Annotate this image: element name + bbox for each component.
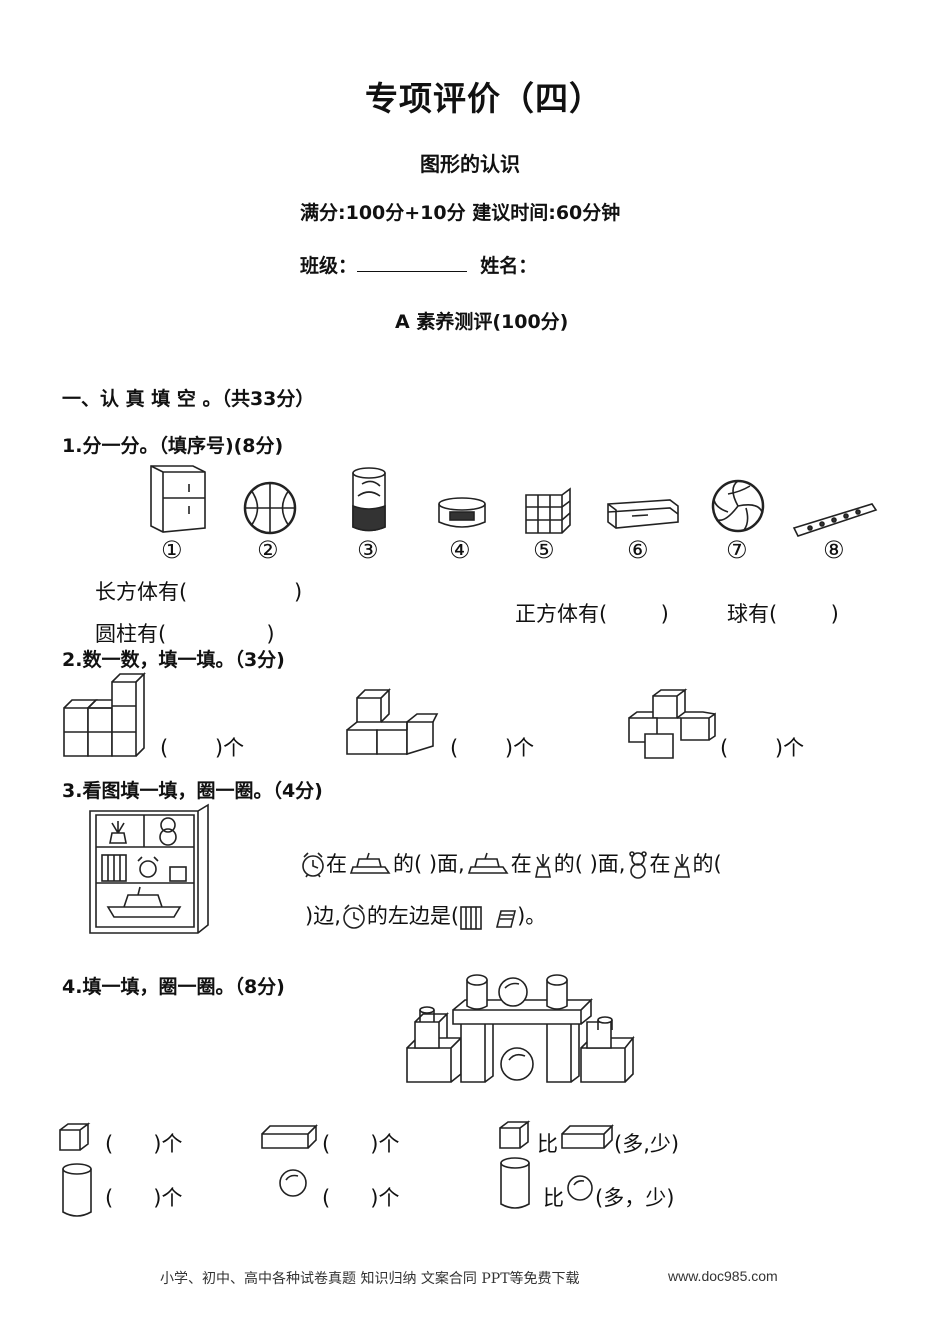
ship-icon — [467, 852, 509, 874]
q3-bian[interactable]: )边, — [305, 904, 341, 928]
cube-stack-1-icon — [63, 672, 146, 757]
cube-stack-3-icon — [628, 688, 716, 759]
book-icon — [496, 910, 517, 928]
cylinder-icon — [62, 1163, 92, 1217]
class-blank[interactable] — [357, 251, 468, 272]
alarm-clock-icon — [343, 904, 365, 929]
q2-label: 2.数一数，填一填。（3分) — [62, 649, 285, 671]
q4-cmp1-bi: 比 — [537, 1132, 558, 1156]
q3-label: 3.看图填一填，圈一圈。（4分) — [62, 780, 323, 802]
q4-cmp2-bi: 比 — [543, 1186, 564, 1210]
q4-cmp2-options[interactable]: (多，少) — [595, 1186, 675, 1210]
potted-plant-icon — [534, 854, 551, 878]
sphere-answer[interactable]: 球有( ) — [727, 602, 839, 626]
q3-zai-2: 在 — [510, 852, 532, 876]
q4-cmp1-options[interactable]: (多,少) — [614, 1132, 680, 1156]
object-number-1: ① — [161, 536, 183, 564]
q3-de-3[interactable]: 的( — [692, 852, 722, 876]
potted-plant-icon — [673, 854, 690, 878]
cuboid-icon — [561, 1124, 614, 1149]
bookshelf-icon — [89, 803, 209, 934]
q4-label: 4.填一填，圈一圈。（8分) — [62, 976, 285, 998]
object-number-7: ⑦ — [726, 536, 748, 564]
subtitle: 图形的认识 — [420, 152, 520, 176]
suitcase-icon — [607, 499, 679, 529]
rubiks-cube-icon — [525, 487, 571, 534]
cuboid-icon — [261, 1124, 318, 1149]
page-title: 专项评价（四） — [365, 79, 603, 118]
class-name-line: 班级： 姓名： — [300, 251, 537, 278]
q3-zai-3: 在 — [649, 852, 671, 876]
q3-de-1[interactable]: 的( )面, — [393, 852, 465, 876]
block-building-icon — [406, 974, 635, 1083]
object-number-4: ④ — [449, 536, 471, 564]
object-number-5: ⑤ — [533, 536, 555, 564]
books-icon — [460, 906, 482, 930]
teddy-bear-icon — [628, 851, 647, 879]
object-number-8: ⑧ — [823, 536, 845, 564]
volleyball-icon — [711, 479, 765, 533]
q4-blank-cube[interactable]: ( )个 — [105, 1132, 183, 1156]
alarm-clock-icon — [302, 852, 324, 878]
q3-line-1: 在的( )面,在的( )面,在的( — [300, 848, 722, 879]
q3-de-2[interactable]: 的( )面, — [553, 852, 626, 876]
class-label: 班级： — [300, 255, 358, 277]
q4-blank-cuboid[interactable]: ( )个 — [322, 1132, 400, 1156]
score-line: 满分:100分+10分 建议时间:60分钟 — [300, 202, 621, 224]
q4-blank-sphere[interactable]: ( )个 — [322, 1186, 400, 1210]
cylinder-icon — [500, 1157, 530, 1209]
can-icon — [352, 467, 386, 532]
q2-blank-2[interactable]: ( )个 — [450, 736, 535, 760]
footer-text: 小学、初中、高中各种试卷真题 知识归纳 文案合同 PPT等免费下载 — [160, 1271, 580, 1287]
object-number-3: ③ — [357, 536, 379, 564]
q3-left-of: 的左边是( — [366, 904, 460, 928]
cube-stack-2-icon — [346, 688, 439, 756]
ship-icon — [349, 852, 391, 874]
fridge-icon — [150, 465, 206, 533]
cube-answer[interactable]: 正方体有( ) — [515, 602, 669, 626]
q2-blank-1[interactable]: ( )个 — [160, 736, 245, 760]
sphere-icon — [567, 1175, 593, 1201]
footer-url[interactable]: www.doc985.com — [668, 1268, 778, 1284]
q3-end: )。 — [517, 904, 547, 928]
cylinder-answer[interactable]: 圆柱有( ) — [95, 622, 275, 646]
object-number-2: ② — [257, 536, 279, 564]
object-number-6: ⑥ — [627, 536, 649, 564]
name-label: 姓名： — [480, 255, 538, 277]
cube-icon — [499, 1120, 531, 1149]
basketball-icon — [243, 481, 297, 535]
cuboid-answer[interactable]: 长方体有( ) — [95, 580, 303, 604]
q4-blank-cylinder[interactable]: ( )个 — [105, 1186, 183, 1210]
q3-zai-1: 在 — [326, 852, 347, 876]
tin-can-icon — [438, 497, 486, 528]
q2-blank-3[interactable]: ( )个 — [720, 736, 805, 760]
section-a-heading: A 素养测评(100分) — [395, 311, 569, 333]
flute-icon — [792, 503, 878, 537]
cube-icon — [59, 1122, 91, 1151]
sphere-icon — [279, 1169, 307, 1197]
q1-label: 1.分一分。（填序号)(8分) — [62, 435, 284, 457]
part1-heading: 一、认 真 填 空 。（共33分） — [62, 388, 315, 410]
q3-line-2: )边, 的左边是( )。 — [305, 900, 546, 931]
